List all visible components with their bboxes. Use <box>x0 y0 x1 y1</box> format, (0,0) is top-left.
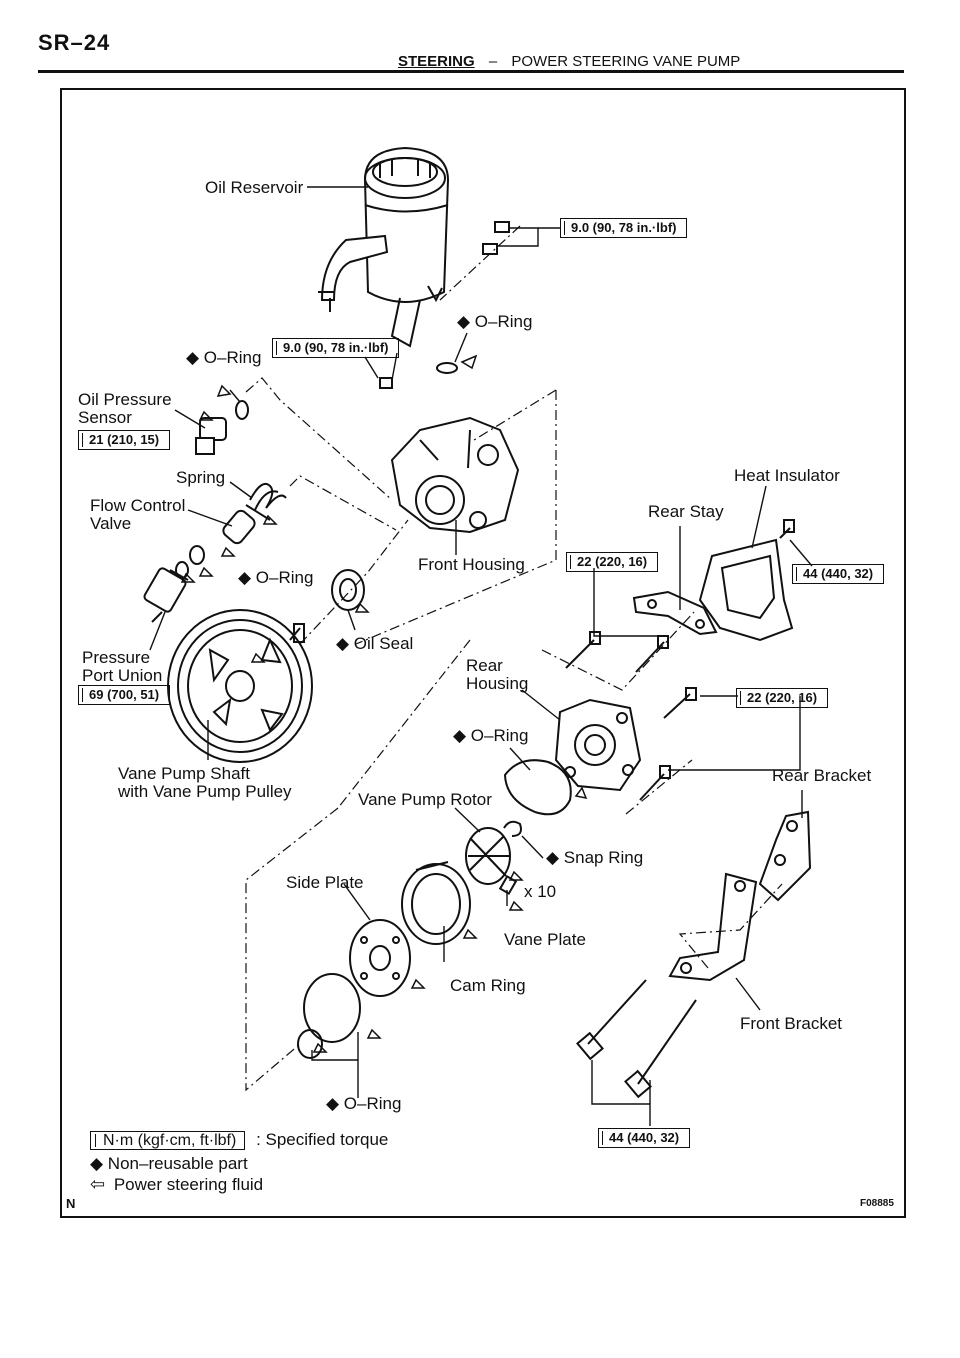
leader-lines <box>149 186 813 1126</box>
label-o-ring-union: ◆ O–Ring <box>238 568 314 587</box>
diagram-frame <box>60 88 906 1218</box>
label-port-union: Port Union <box>82 666 163 685</box>
label-side-plate: Side Plate <box>286 873 364 892</box>
label-front-bracket: Front Bracket <box>740 1014 843 1033</box>
pulley-drawing <box>167 609 313 763</box>
label-flow-control: Flow Control <box>90 496 186 515</box>
rotor-drawing <box>465 827 511 885</box>
label-vane-qty: x 10 <box>524 882 557 901</box>
legend-torque: N·m (kgf·cm, ft·lbf) : Specified torque <box>90 1130 388 1150</box>
subsection-title: POWER STEERING VANE PUMP <box>511 53 741 70</box>
label-rear-bracket: Rear Bracket <box>772 766 872 785</box>
heat-insulator-drawing <box>698 538 794 642</box>
legend-non-reusable: ◆ Non–reusable part <box>90 1154 248 1173</box>
cam-ring-drawing <box>401 861 471 945</box>
torque-pressure-port-union: 69 (700, 51) <box>78 685 171 705</box>
label-sensor: Sensor <box>78 408 132 427</box>
label-vane-plate: Vane Plate <box>504 930 586 949</box>
label-housing: Housing <box>466 674 529 693</box>
label-front-housing: Front Housing <box>418 555 525 574</box>
label-vane-pump-shaft: Vane Pump Shaft <box>118 764 250 783</box>
oil-pressure-sensor-drawing <box>195 417 227 455</box>
label-heat-insulator: Heat Insulator <box>734 466 840 485</box>
label-o-ring-sensor: ◆ O–Ring <box>186 348 262 367</box>
fluid-arrows <box>180 354 588 1053</box>
label-oil-pressure: Oil Pressure <box>78 390 172 409</box>
spring-drawing <box>249 482 287 509</box>
rear-housing-drawing <box>554 698 642 792</box>
page-header: STEERING – POWER STEERING VANE PUMP <box>398 53 740 70</box>
torque-heat-insulator: 44 (440, 32) <box>792 564 885 584</box>
torque-rear-bracket: 22 (220, 16) <box>736 688 829 708</box>
section-title: STEERING <box>398 53 475 70</box>
label-with-pulley: with Vane Pump Pulley <box>118 782 292 801</box>
legend-torque-desc: : Specified torque <box>256 1130 389 1149</box>
pressure-port-union-drawing <box>143 567 189 623</box>
oil-reservoir-drawing <box>318 146 450 348</box>
label-o-ring-reservoir: ◆ O–Ring <box>457 312 533 331</box>
label-o-ring-bottom: ◆ O–Ring <box>326 1094 402 1113</box>
label-rear: Rear <box>466 656 503 675</box>
label-spring: Spring <box>176 468 226 487</box>
corner-mark: N <box>66 1196 76 1211</box>
torque-oil-pressure-sensor: 21 (210, 15) <box>78 430 171 450</box>
label-cam-ring: Cam Ring <box>450 976 526 995</box>
front-housing-drawing <box>390 416 520 534</box>
front-bracket-drawing <box>668 872 758 982</box>
label-o-ring-rear: ◆ O–Ring <box>453 726 529 745</box>
label-snap-ring: ◆ Snap Ring <box>546 848 644 867</box>
rear-stay-drawing <box>632 590 718 636</box>
label-valve: Valve <box>90 514 132 533</box>
page-number: SR–24 <box>38 30 111 55</box>
header-rule <box>38 70 904 73</box>
side-plate-drawing <box>349 919 411 997</box>
torque-rear-stay: 22 (220, 16) <box>566 552 659 572</box>
flow-control-valve-drawing <box>222 504 271 545</box>
torque-front-bracket: 44 (440, 32) <box>598 1128 691 1148</box>
legend-fluid: ⇦ Power steering fluid <box>90 1174 263 1195</box>
label-oil-seal: ◆ Oil Seal <box>336 634 414 653</box>
fluid-arrow-icon: ⇦ <box>90 1174 106 1194</box>
long-bolts <box>576 979 697 1099</box>
rear-bracket-drawing <box>758 810 812 902</box>
torque-reservoir-upper: 9.0 (90, 78 in.·lbf) <box>560 218 688 238</box>
torque-reservoir-lower: 9.0 (90, 78 in.·lbf) <box>272 338 400 358</box>
figure-code: F08885 <box>860 1198 894 1209</box>
legend-torque-unit: N·m (kgf·cm, ft·lbf) <box>90 1131 246 1150</box>
label-rear-stay: Rear Stay <box>648 502 724 521</box>
legend-fluid-text: Power steering fluid <box>113 1175 264 1194</box>
alignment-lines <box>245 225 783 1092</box>
header-separator: – <box>488 53 498 70</box>
label-oil-reservoir: Oil Reservoir <box>205 178 304 197</box>
label-pressure: Pressure <box>82 648 151 667</box>
label-vane-pump-rotor: Vane Pump Rotor <box>358 790 492 809</box>
